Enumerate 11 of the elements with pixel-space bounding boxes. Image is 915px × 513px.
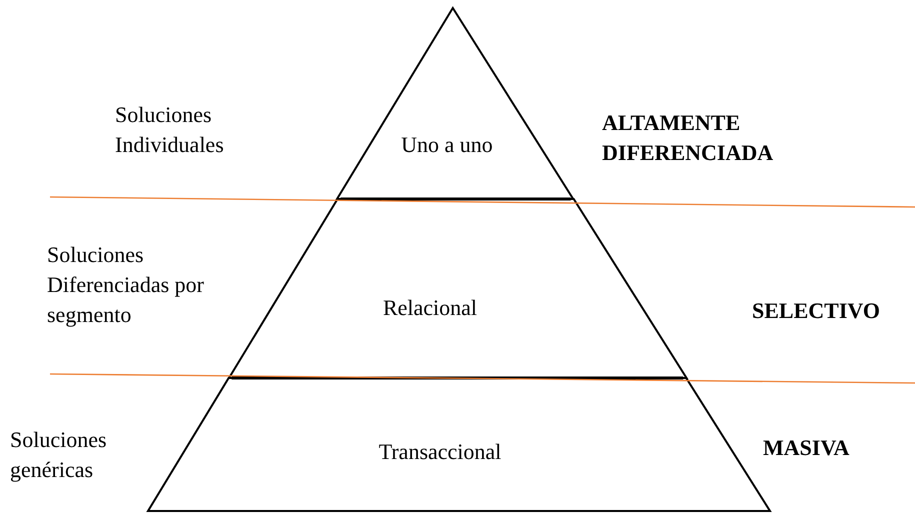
side-label: Soluciones Individuales	[115, 101, 225, 159]
tier-category-label: ALTAMENTE DIFERENCIADA	[602, 109, 774, 167]
tier-category-label: SELECTIVO	[752, 297, 881, 325]
tier-label: Transaccional	[378, 439, 502, 465]
side-label: Soluciones Diferenciadas por segmento	[47, 241, 205, 329]
side-label: Soluciones genéricas	[10, 426, 108, 484]
tier-category-label: MASIVA	[763, 434, 850, 462]
pyramid-tier	[228, 199, 686, 378]
pyramid-tier	[337, 8, 574, 199]
tier-label: Relacional	[382, 295, 478, 321]
tier-label: Uno a uno	[401, 132, 493, 158]
